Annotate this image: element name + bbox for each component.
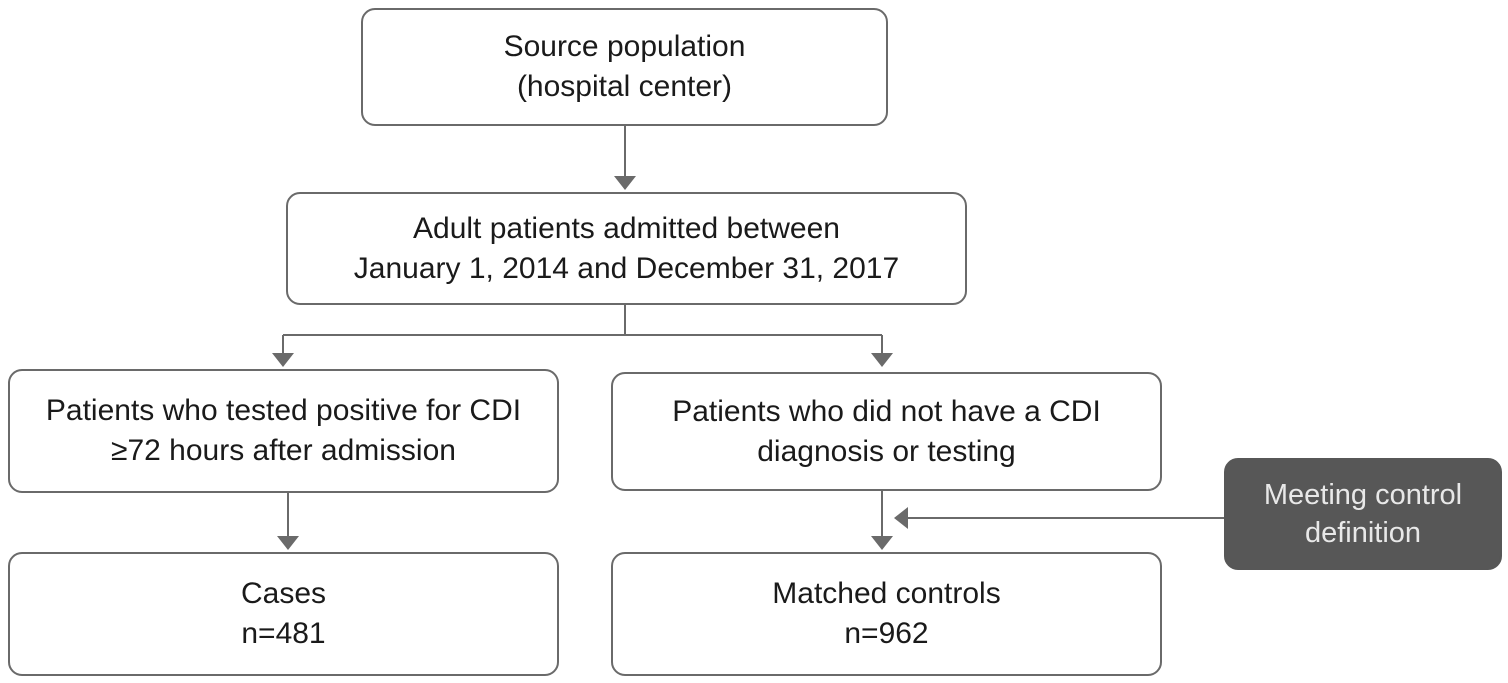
arrowhead-negative-to-controls bbox=[871, 536, 893, 550]
node-no-cdi-line2: diagnosis or testing bbox=[757, 434, 1016, 468]
node-no-cdi: Patients who did not have a CDI diagnosi… bbox=[611, 372, 1162, 491]
node-tested-positive-line1: Patients who tested positive for CDI bbox=[45, 394, 522, 427]
node-cases-label: Cases bbox=[240, 577, 327, 610]
node-cases-count: n=481 bbox=[241, 617, 326, 650]
node-adult-patients-line2: January 1, 2014 and December 31, 2017 bbox=[353, 251, 900, 285]
node-no-cdi-line1: Patients who did not have a CDI bbox=[672, 394, 1101, 428]
node-matched-controls-label: Matched controls bbox=[772, 577, 1001, 610]
node-control-definition-line2: definition bbox=[1304, 517, 1422, 549]
arrowhead-source-to-adults bbox=[614, 176, 636, 190]
node-source-population: Source population (hospital center) bbox=[361, 8, 888, 126]
node-control-definition: Meeting control definition bbox=[1224, 458, 1502, 570]
node-matched-controls-count: n=962 bbox=[844, 617, 929, 650]
node-control-definition-line1: Meeting control bbox=[1263, 479, 1463, 511]
node-source-population-line2: (hospital center) bbox=[516, 70, 733, 103]
node-cases: Cases n=481 bbox=[8, 552, 559, 676]
node-adult-patients-line1: Adult patients admitted between bbox=[413, 211, 840, 245]
node-matched-controls: Matched controls n=962 bbox=[611, 552, 1162, 676]
node-source-population-line1: Source population bbox=[503, 30, 746, 63]
arrowhead-adults-to-negative bbox=[871, 353, 893, 367]
arrowhead-positive-to-cases bbox=[277, 536, 299, 550]
node-tested-positive: Patients who tested positive for CDI ≥72… bbox=[8, 369, 559, 493]
node-adult-patients: Adult patients admitted between January … bbox=[286, 192, 967, 305]
arrowhead-adults-to-positive bbox=[272, 353, 294, 367]
arrowhead-criterion-to-controls-line bbox=[894, 507, 908, 529]
node-tested-positive-line2: ≥72 hours after admission bbox=[111, 434, 456, 467]
